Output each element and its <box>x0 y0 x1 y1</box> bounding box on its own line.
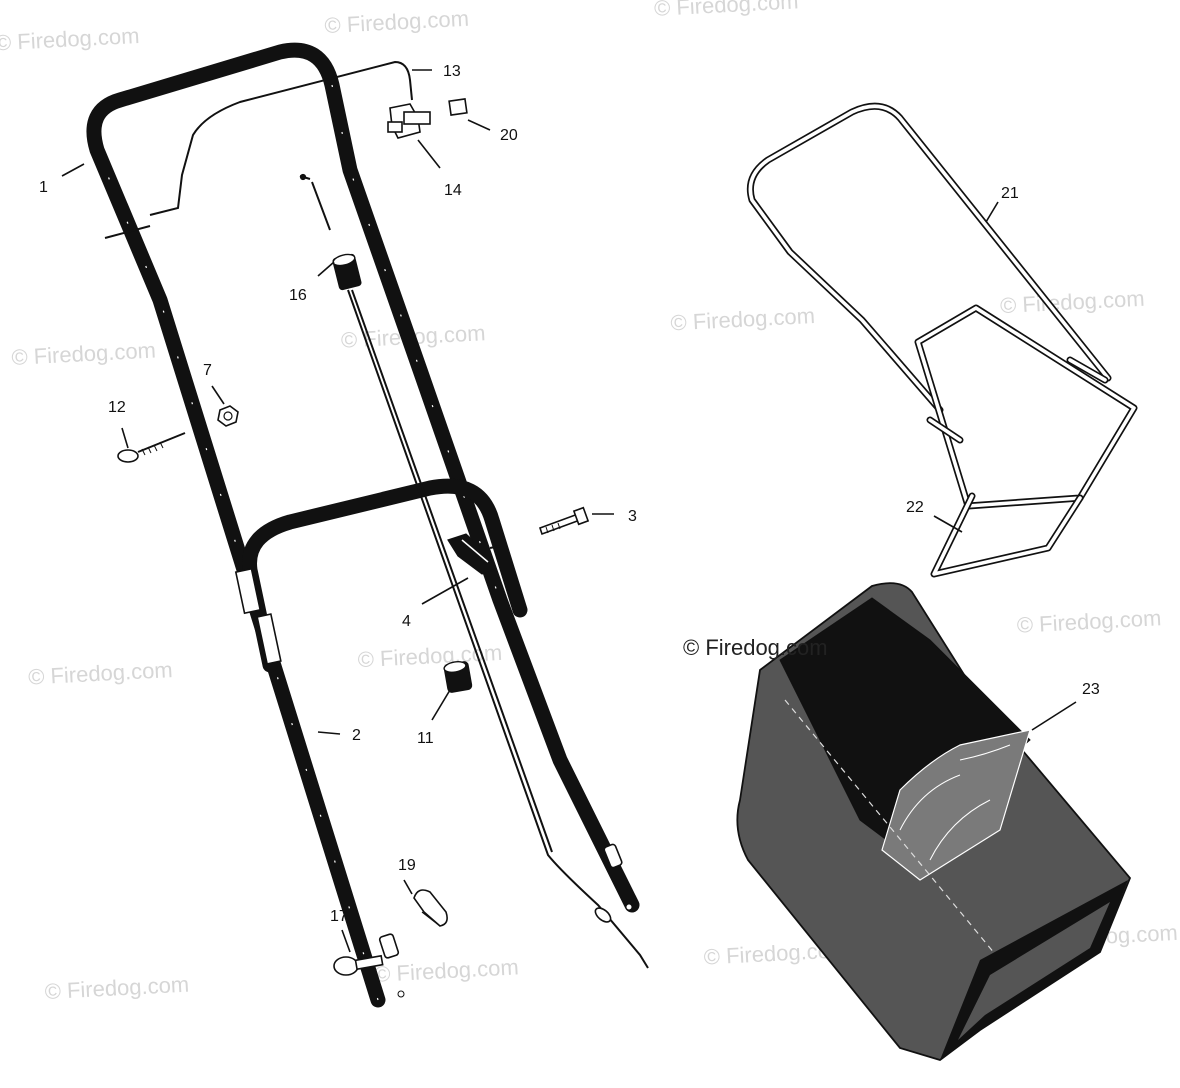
watermark: © Firedog.com <box>44 972 190 1005</box>
part-4-wing-knob <box>447 533 501 575</box>
watermark-prominent: © Firedog.com <box>683 635 828 660</box>
callout-16: 16 <box>289 287 307 304</box>
control-cable <box>104 60 649 969</box>
lower-handle <box>234 478 528 673</box>
part-23-grass-bag <box>736 582 1132 1061</box>
leader-lines <box>61 69 1077 953</box>
callout-19: 19 <box>398 857 416 874</box>
callout-1: 1 <box>39 179 48 196</box>
watermark: © Firedog.com <box>670 303 816 336</box>
callout-23: 23 <box>1082 681 1100 698</box>
watermark: © Firedog.com <box>999 286 1145 319</box>
watermark: © Firedog.com <box>324 6 470 39</box>
part-20-label <box>448 98 468 116</box>
watermark: © Firedog.com <box>653 0 799 21</box>
watermark: © Firedog.com <box>0 23 140 56</box>
watermark: © Firedog.com <box>11 337 157 370</box>
callout-7: 7 <box>203 362 212 379</box>
callout-4: 4 <box>402 613 411 630</box>
callout-13: 13 <box>443 63 461 80</box>
callout-2: 2 <box>352 727 361 744</box>
callout-14: 14 <box>444 182 462 199</box>
part-17-carriage-bolt <box>333 954 384 976</box>
part-14-cable-clip <box>387 103 431 139</box>
part-3-bolt <box>538 506 590 536</box>
callout-12: 12 <box>108 399 126 416</box>
callout-20: 20 <box>500 127 518 144</box>
callout-22: 22 <box>906 499 924 516</box>
part-11-cable-guide <box>443 661 473 693</box>
watermark: © Firedog.com <box>1016 605 1162 638</box>
callout-17: 17 <box>330 908 348 925</box>
upper-handle <box>86 42 640 1008</box>
callout-3: 3 <box>628 508 637 525</box>
part-12-eye-bolt <box>117 432 186 463</box>
part-7-nut <box>217 405 239 427</box>
part-22-bag-bracket <box>930 492 1084 578</box>
callout-11: 11 <box>417 730 434 747</box>
watermark: © Firedog.com <box>983 0 1129 4</box>
callout-21: 21 <box>1001 185 1019 202</box>
watermark: © Firedog.com <box>374 954 520 987</box>
part-21-bag-frame <box>746 102 1138 510</box>
part-16-cable-sleeve <box>332 253 362 291</box>
callout-labels: 1 2 3 4 7 11 12 13 14 16 17 19 20 21 22 … <box>39 63 1100 925</box>
watermark: © Firedog.com <box>28 657 174 690</box>
part-19-wing-knob <box>413 889 448 927</box>
